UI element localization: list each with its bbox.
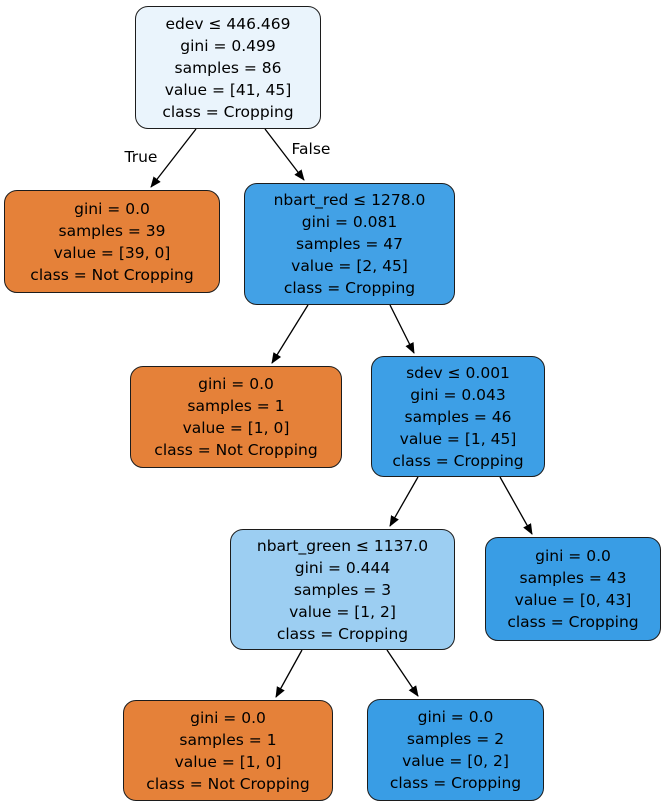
node-line-value: value = [1, 45] — [399, 429, 517, 448]
tree-node-split-nbart-red: nbart_red ≤ 1278.0 gini = 0.081 samples … — [244, 183, 455, 305]
node-line-samples: samples = 2 — [406, 730, 505, 748]
node-line-class: class = Cropping — [389, 774, 522, 792]
edge-sdev-to-leaf43 — [499, 476, 533, 535]
edge-label-false: False — [291, 140, 331, 158]
node-line-class: class = Not Cropping — [146, 774, 310, 793]
tree-node-leaf-cropping-43: gini = 0.0 samples = 43 value = [0, 43] … — [485, 537, 661, 641]
tree-node-leaf-not-cropping-1a: gini = 0.0 samples = 1 value = [1, 0] cl… — [130, 366, 342, 468]
node-line-value: value = [39, 0] — [53, 243, 171, 262]
node-line-value: value = [1, 2] — [289, 602, 396, 621]
node-line-value: value = [2, 45] — [291, 257, 408, 275]
node-line-gini: gini = 0.0 — [74, 199, 150, 218]
edge-root-to-false-split — [264, 128, 305, 181]
edge-root-to-true-leaf — [150, 128, 197, 188]
edge-label-true: True — [124, 148, 158, 166]
node-line-samples: samples = 43 — [519, 569, 627, 587]
node-line-condition: edev ≤ 446.469 — [165, 14, 291, 33]
node-line-class: class = Cropping — [507, 613, 639, 631]
node-line-class: class = Cropping — [392, 451, 524, 470]
node-line-gini: gini = 0.043 — [410, 385, 506, 404]
node-line-samples: samples = 46 — [404, 407, 512, 426]
node-line-gini: gini = 0.499 — [180, 36, 276, 55]
node-line-class: class = Not Cropping — [154, 441, 318, 459]
tree-node-root-split-edev: edev ≤ 446.469 gini = 0.499 samples = 86… — [135, 6, 321, 129]
node-line-samples: samples = 1 — [179, 730, 277, 749]
node-line-condition: sdev ≤ 0.001 — [406, 363, 510, 382]
node-line-gini: gini = 0.0 — [535, 547, 611, 565]
node-line-value: value = [41, 45] — [164, 80, 292, 99]
node-line-samples: samples = 3 — [293, 580, 392, 599]
node-line-samples: samples = 1 — [187, 397, 285, 415]
node-line-gini: gini = 0.0 — [198, 375, 274, 393]
edge-nbartred-to-leaf — [271, 304, 309, 364]
node-line-gini: gini = 0.0 — [190, 708, 266, 727]
node-line-class: class = Cropping — [283, 279, 416, 297]
node-line-samples: samples = 86 — [174, 58, 282, 77]
node-line-class: class = Not Cropping — [30, 265, 194, 284]
node-line-value: value = [1, 0] — [174, 752, 282, 771]
node-line-gini: gini = 0.0 — [417, 708, 494, 726]
tree-node-leaf-not-cropping-39: gini = 0.0 samples = 39 value = [39, 0] … — [4, 190, 220, 293]
node-line-value: value = [1, 0] — [182, 419, 290, 437]
node-line-samples: samples = 47 — [296, 235, 403, 253]
node-line-class: class = Cropping — [276, 624, 409, 643]
node-line-samples: samples = 39 — [58, 221, 166, 240]
node-line-gini: gini = 0.081 — [301, 213, 398, 231]
tree-node-split-sdev: sdev ≤ 0.001 gini = 0.043 samples = 46 v… — [371, 356, 545, 477]
node-line-condition: nbart_green ≤ 1137.0 — [256, 536, 429, 555]
edge-sdev-to-nbartgreen — [389, 476, 419, 527]
tree-node-leaf-cropping-2: gini = 0.0 samples = 2 value = [0, 2] cl… — [367, 699, 544, 801]
node-line-value: value = [0, 2] — [402, 752, 509, 770]
node-line-value: value = [0, 43] — [514, 591, 632, 609]
tree-node-split-nbart-green: nbart_green ≤ 1137.0 gini = 0.444 sample… — [230, 529, 455, 650]
edge-nbartgreen-to-leaf1 — [275, 649, 303, 698]
node-line-gini: gini = 0.444 — [294, 558, 391, 577]
edge-nbartred-to-sdev — [389, 304, 415, 354]
edge-nbartgreen-to-leaf2 — [386, 649, 419, 697]
node-line-condition: nbart_red ≤ 1278.0 — [273, 191, 426, 209]
node-line-class: class = Cropping — [162, 102, 294, 121]
tree-node-leaf-not-cropping-1b: gini = 0.0 samples = 1 value = [1, 0] cl… — [123, 700, 333, 801]
